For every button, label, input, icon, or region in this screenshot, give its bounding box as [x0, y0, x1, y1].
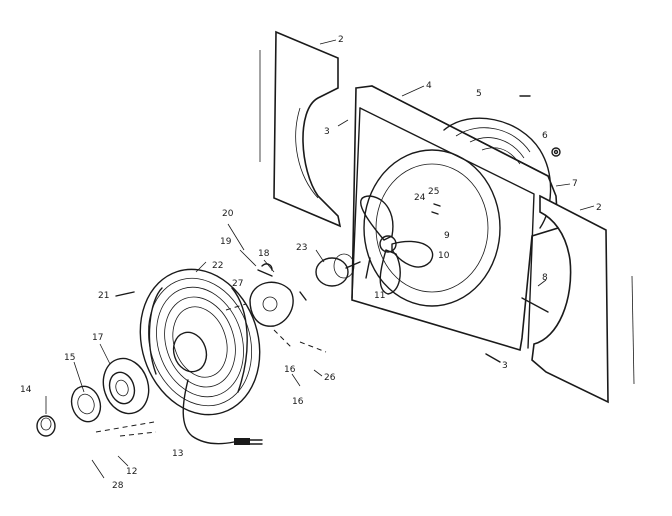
power-cord: [182, 379, 263, 445]
hardware-screws: [115, 95, 561, 363]
callout-10: 10: [438, 251, 450, 261]
callout-18: 18: [258, 249, 270, 259]
callout-13: 13: [172, 449, 183, 459]
callout-21: 21: [98, 291, 109, 301]
callout-7: 7: [572, 179, 578, 189]
callout-labels: 2 2 3 3 4 5 6 7 8 9 10 11 12 13 14 15 16…: [20, 35, 602, 491]
callout-9: 9: [444, 231, 450, 241]
left-side-panel: [259, 30, 342, 228]
callout-6: 6: [542, 131, 548, 141]
callout-17: 17: [92, 333, 103, 343]
callout-19: 19: [220, 237, 232, 247]
callout-15: 15: [64, 353, 75, 363]
callout-2-top: 2: [338, 35, 344, 45]
knob: [36, 415, 56, 437]
callout-11: 11: [374, 291, 385, 301]
callout-12: 12: [126, 467, 137, 477]
callout-28: 28: [112, 481, 124, 491]
right-side-panel: [521, 194, 635, 404]
washer: [70, 385, 102, 423]
fan-blade: [360, 195, 434, 295]
motor-bracket: [249, 263, 294, 327]
callout-4: 4: [426, 81, 432, 91]
control-bezel: [102, 357, 150, 415]
motor: [315, 253, 361, 287]
leader-lines: [45, 39, 595, 479]
callout-16b: 16: [284, 365, 296, 375]
main-housing: [351, 85, 559, 352]
callout-3-top: 3: [324, 127, 330, 137]
callout-3-bottom: 3: [502, 361, 508, 371]
assembly-lines: [95, 303, 327, 437]
callout-8: 8: [542, 273, 548, 283]
callout-26: 26: [324, 373, 336, 383]
callout-23: 23: [296, 243, 307, 253]
callout-16a: 16: [292, 397, 304, 407]
callout-27: 27: [232, 279, 243, 289]
callout-20: 20: [222, 209, 234, 219]
callout-5: 5: [476, 89, 482, 99]
callout-2-right: 2: [596, 203, 602, 213]
front-grille: [139, 268, 261, 416]
callout-14: 14: [20, 385, 32, 395]
callout-22: 22: [212, 261, 223, 271]
callout-25: 25: [428, 187, 439, 197]
callout-24: 24: [414, 193, 426, 203]
